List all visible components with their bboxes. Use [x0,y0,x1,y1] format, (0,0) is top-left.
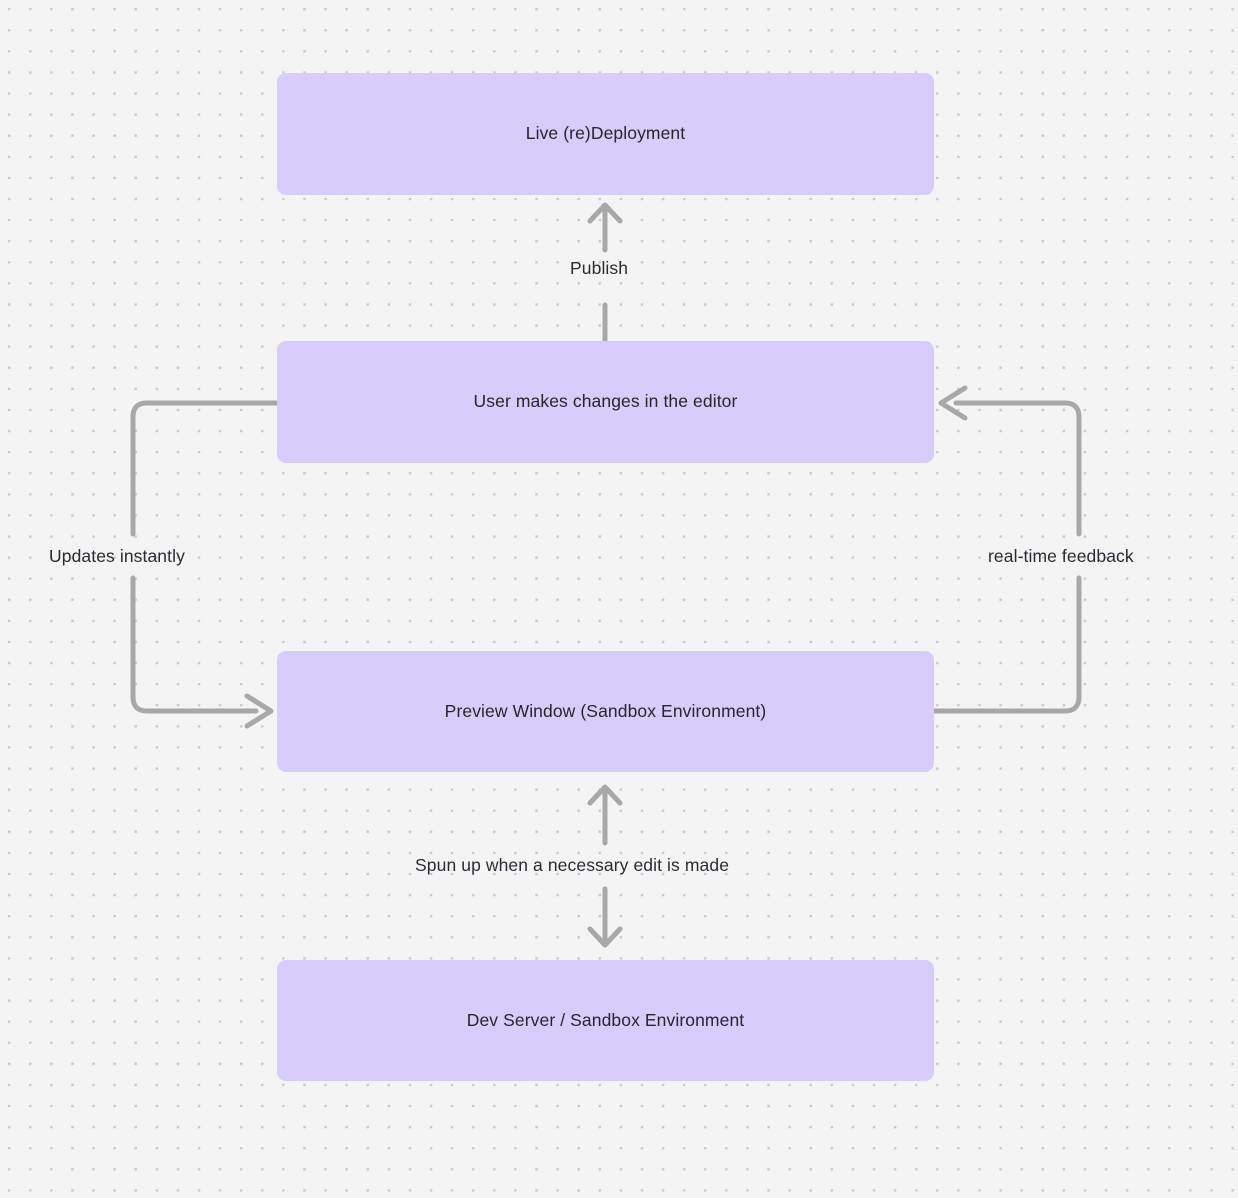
node-live-redeployment-label: Live (re)Deployment [525,123,686,144]
node-preview-window-label: Preview Window (Sandbox Environment) [444,700,767,721]
edge-label-updates-instantly: Updates instantly [49,546,185,566]
edge-updates-lower-segment [130,575,259,714]
edge-label-spun-up-when-edit-made: Spun up when a necessary edit is made [415,855,730,875]
edge-spunup-down-arrowhead [587,926,623,948]
node-preview-window[interactable]: Preview Window (Sandbox Environment) [277,651,934,772]
node-dev-server-label: Dev Server / Sandbox Environment [466,1009,745,1030]
edge-realtime-arrowhead [938,385,968,421]
edge-spunup-up-arrowhead [587,784,623,806]
edge-updates-arrowhead [244,693,274,729]
node-live-redeployment[interactable]: Live (re)Deployment [277,73,934,195]
edge-label-publish: Publish [570,258,629,278]
edge-label-real-time-feedback: real-time feedback [988,546,1134,566]
edge-realtime-lower-segment [931,575,1082,714]
node-user-makes-changes[interactable]: User makes changes in the editor [277,341,934,463]
edge-publish-arrowhead [587,202,623,224]
node-user-makes-changes-label: User makes changes in the editor [473,391,738,412]
edge-realtime-upper-segment [953,400,1082,537]
node-dev-server[interactable]: Dev Server / Sandbox Environment [277,960,934,1081]
edge-updates-upper-segment [130,400,280,537]
